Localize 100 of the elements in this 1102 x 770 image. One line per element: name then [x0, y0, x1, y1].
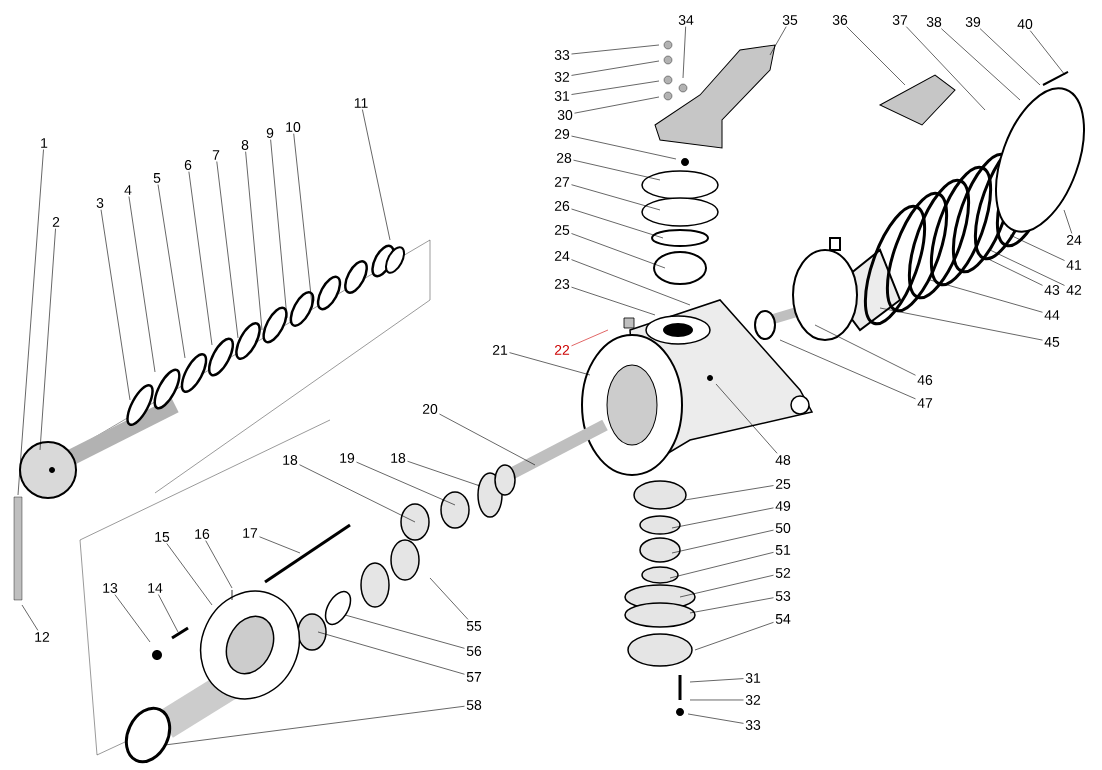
leader-line	[846, 26, 906, 86]
callout-number: 8	[241, 140, 249, 150]
callout-number: 14	[148, 583, 163, 593]
leader-line	[669, 552, 774, 579]
leader-line	[245, 151, 263, 331]
leader-line	[689, 678, 744, 683]
callout-number: 22	[554, 345, 570, 355]
callout-number: 40	[1017, 19, 1033, 29]
leader-line	[270, 139, 288, 319]
callout-number: 34	[678, 15, 694, 25]
callout-number: 47	[917, 398, 933, 408]
leader-line	[299, 464, 416, 523]
callout-number: 12	[35, 632, 50, 642]
leader-line	[769, 26, 787, 56]
callout-number: 15	[155, 532, 170, 542]
leader-line	[571, 80, 660, 95]
callout-number: 44	[1044, 310, 1060, 320]
callout-number: 43	[1044, 285, 1060, 295]
leader-line	[39, 228, 56, 451]
leader-line	[929, 279, 1043, 313]
callout-number: 13	[103, 583, 118, 593]
leader-line	[715, 383, 778, 454]
leader-line	[682, 26, 686, 79]
leader-line	[684, 485, 774, 501]
leader-line	[989, 249, 1065, 286]
leader-line	[158, 594, 179, 633]
callout-number: 49	[775, 501, 791, 511]
callout-number: 57	[466, 672, 482, 682]
leader-line	[671, 529, 774, 554]
leader-line	[317, 631, 465, 675]
callout-number: 37	[892, 15, 908, 25]
callout-number: 58	[466, 700, 482, 710]
callout-number: 54	[775, 614, 791, 624]
leader-line	[1029, 30, 1066, 76]
leader-line	[157, 184, 186, 359]
callout-number: 21	[492, 345, 508, 355]
leader-line	[429, 577, 469, 620]
callout-number: 46	[917, 375, 933, 385]
leader-line	[439, 413, 536, 466]
leader-line	[1063, 209, 1073, 234]
leader-line	[166, 543, 213, 606]
callout-number: 39	[965, 17, 981, 27]
callout-number: 32	[554, 72, 570, 82]
callout-number: 48	[775, 455, 791, 465]
callout-number: 42	[1066, 285, 1082, 295]
callout-number: 45	[1044, 337, 1060, 347]
leader-line	[694, 622, 774, 651]
leader-line	[571, 184, 661, 211]
callout-number: 52	[775, 568, 791, 578]
callout-number: 17	[243, 528, 258, 538]
leader-line	[362, 109, 391, 241]
callout-number: 19	[340, 453, 355, 463]
leader-line	[574, 96, 660, 114]
callout-number: 28	[556, 153, 572, 163]
callout-number: 31	[745, 673, 761, 683]
callout-number: 51	[775, 545, 791, 555]
callout-number: 29	[554, 129, 570, 139]
callout-number: 23	[554, 279, 570, 289]
callout-number: 16	[195, 529, 210, 539]
leader-line	[407, 460, 481, 487]
leader-line	[293, 133, 313, 306]
leader-line	[571, 135, 677, 160]
callout-number: 25	[554, 225, 570, 235]
callout-number: 27	[554, 177, 570, 187]
leader-line	[571, 44, 660, 55]
callout-number: 10	[286, 122, 301, 132]
leader-line	[344, 614, 465, 649]
callout-number: 2	[52, 217, 60, 227]
leader-line	[571, 60, 660, 76]
leader-line	[979, 28, 1041, 86]
callout-number: 32	[745, 695, 761, 705]
leader-line	[906, 26, 986, 111]
callout-number: 18	[391, 453, 406, 463]
leader-line	[100, 209, 131, 401]
leader-line	[17, 149, 44, 496]
callout-number: 55	[466, 621, 482, 631]
callout-number: 25	[775, 479, 791, 489]
callout-number: 6	[184, 160, 192, 170]
leader-line	[689, 699, 744, 701]
callout-number: 24	[554, 251, 570, 261]
callout-number: 35	[782, 15, 798, 25]
callout-number: 5	[153, 173, 161, 183]
callout-number: 1	[41, 138, 48, 148]
callout-number: 41	[1066, 260, 1082, 270]
leader-line	[879, 307, 1043, 341]
leader-line	[571, 259, 691, 306]
callout-number: 4	[124, 185, 132, 195]
leader-line	[571, 233, 666, 269]
leader-line	[979, 254, 1043, 286]
leader-line	[188, 171, 213, 346]
leader-line	[259, 536, 301, 554]
leader-line	[164, 705, 465, 746]
leader-line	[814, 324, 916, 376]
leader-line	[356, 461, 456, 506]
leader-line	[571, 208, 664, 239]
leader-line	[679, 574, 774, 598]
callout-number: 18	[283, 455, 298, 465]
callout-number: 31	[554, 91, 570, 101]
leader-line	[571, 286, 656, 316]
leader-line	[779, 339, 916, 400]
